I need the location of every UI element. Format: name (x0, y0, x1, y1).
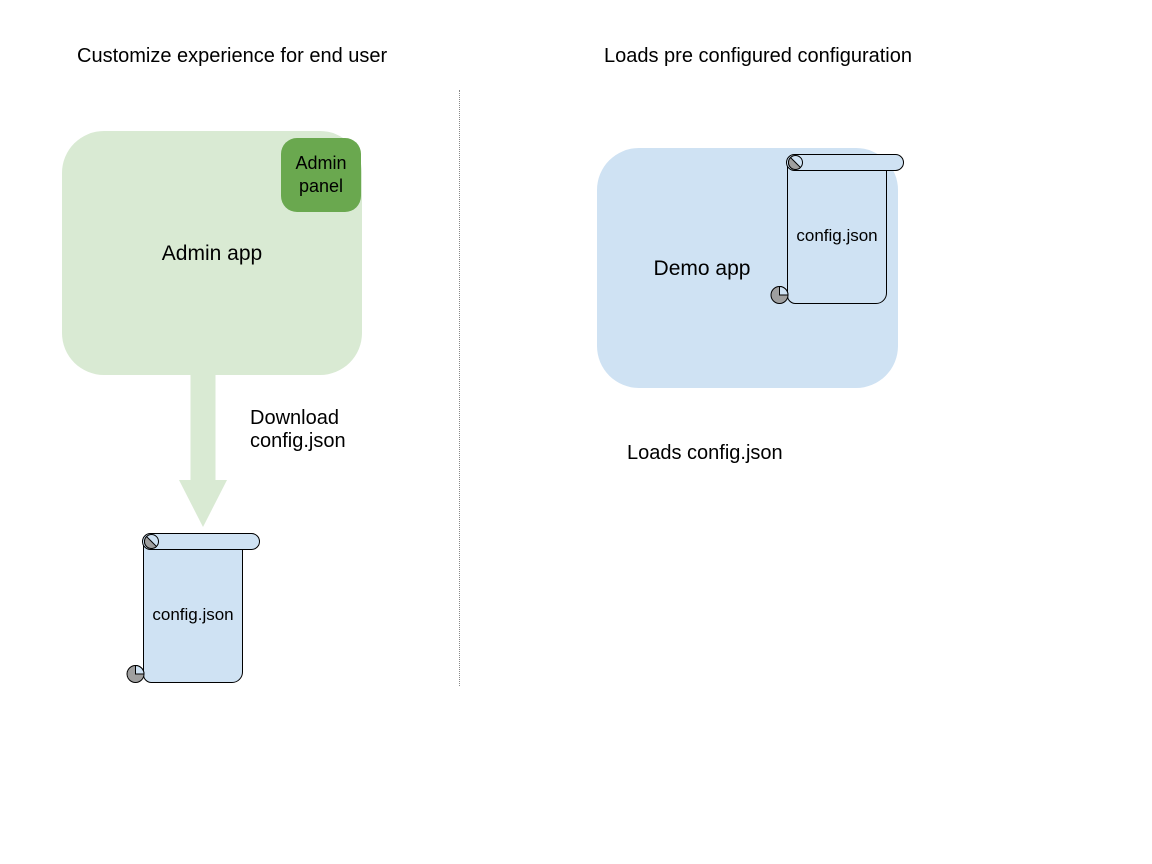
scroll-bottom-curl-notch (779, 285, 789, 296)
scroll-icon (126, 533, 260, 684)
config-json-file-right: config.json (770, 154, 910, 309)
scroll-top-roll (786, 154, 904, 171)
download-arrow-shape (179, 375, 227, 527)
scroll-top-curl-shade (144, 535, 158, 549)
config-json-label: config.json (796, 226, 878, 245)
config-json-label: config.json (152, 605, 234, 624)
scroll-body (143, 541, 243, 684)
scroll-body (787, 162, 887, 305)
left-section-heading: Customize experience for end user (77, 45, 388, 67)
config-json-file-left: config.json (126, 533, 266, 688)
admin-panel-badge: Admin panel (281, 138, 361, 212)
scroll-icon (770, 154, 904, 305)
scroll-bottom-curl-notch (135, 664, 145, 675)
admin-panel-label: Admin panel (295, 153, 347, 196)
right-section-heading: Loads pre configured configuration (604, 45, 912, 67)
scroll-top-curl-shade (788, 156, 802, 170)
section-divider (459, 90, 460, 686)
scroll-top-roll (142, 533, 260, 550)
loads-config-caption: Loads config.json (627, 442, 783, 464)
download-arrow-icon (179, 375, 227, 527)
download-config-caption: Download config.json (250, 407, 346, 452)
